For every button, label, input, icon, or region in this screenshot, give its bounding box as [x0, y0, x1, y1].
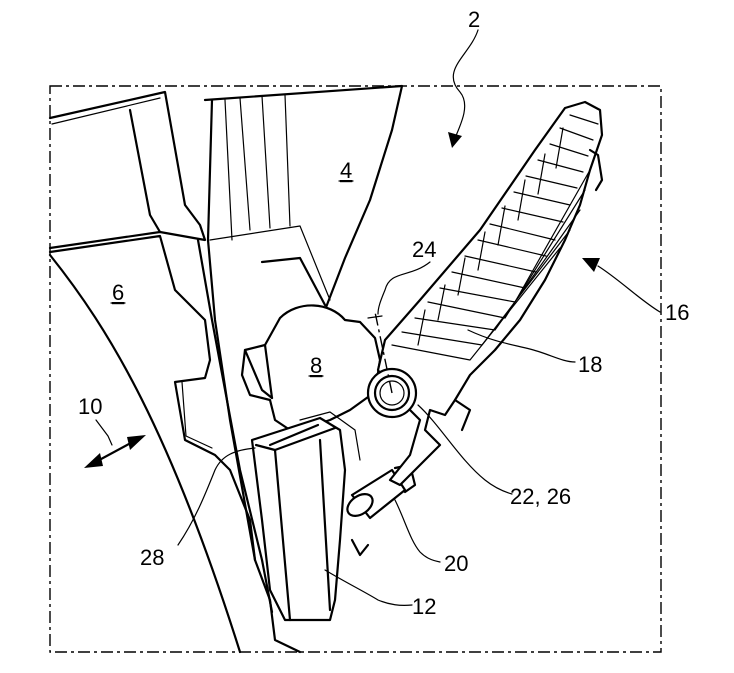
label-24: 24 — [412, 237, 436, 262]
label-2: 2 — [468, 7, 480, 32]
label-16: 16 — [665, 300, 689, 325]
arrow-head-2 — [448, 132, 462, 148]
axis-tick — [368, 316, 382, 318]
label-20: 20 — [444, 551, 468, 576]
label-8: 8 — [310, 353, 322, 378]
label-22-26: 22, 26 — [510, 484, 571, 509]
arrow-head-16 — [582, 258, 600, 272]
footrest-part-16 — [378, 102, 602, 485]
label-10: 10 — [78, 394, 102, 419]
label-18: 18 — [578, 352, 602, 377]
label-12: 12 — [412, 594, 436, 619]
label-4: 4 — [340, 158, 352, 183]
label-28: 28 — [140, 545, 164, 570]
label-6: 6 — [112, 280, 124, 305]
